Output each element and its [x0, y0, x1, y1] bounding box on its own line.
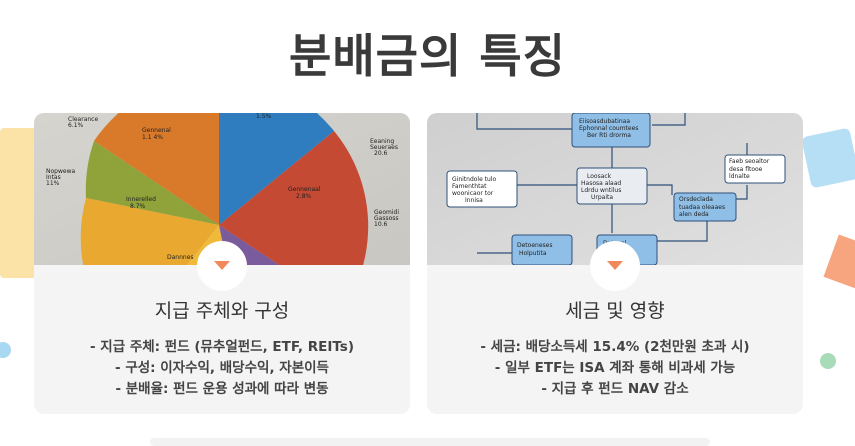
decor-bottom-strip	[150, 438, 710, 446]
svg-text:Ginitndole tulo: Ginitndole tulo	[452, 176, 497, 183]
svg-text:Eeaning: Eeaning	[370, 138, 394, 145]
svg-text:Famenthtat: Famenthtat	[452, 183, 487, 190]
svg-text:woonicaor tor: woonicaor tor	[452, 190, 494, 197]
page-title: 분배금의 특징	[289, 29, 566, 83]
svg-text:Hasosa alaad: Hasosa alaad	[581, 180, 621, 187]
expand-toggle[interactable]	[590, 241, 640, 291]
svg-text:Ephonnal coumtees: Ephonnal coumtees	[579, 125, 638, 132]
svg-text:20.6: 20.6	[374, 150, 388, 157]
info-panel	[427, 273, 803, 414]
svg-text:Faeb seoaltor: Faeb seoaltor	[729, 158, 770, 165]
decor-blue-blob	[801, 127, 855, 189]
svg-text:Dannnes: Dannnes	[167, 254, 194, 261]
svg-text:Gassoss: Gassoss	[374, 215, 399, 222]
chevron-down-icon	[607, 261, 623, 270]
svg-text:Clearance: Clearance	[68, 116, 98, 123]
svg-text:6.1%: 6.1%	[68, 122, 84, 129]
card-title: 지급 주체와 구성	[154, 300, 290, 322]
list-item: - 분배율: 펀드 운용 성과에 따라 변동	[115, 381, 329, 397]
svg-text:Innisa: Innisa	[465, 197, 483, 204]
svg-text:Innerelled: Innerelled	[126, 196, 156, 203]
feature-list: - 세금: 배당소득세 15.4% (2천만원 초과 시) - 일부 ETF는 …	[427, 337, 803, 400]
decor-yellow-blob	[0, 128, 34, 278]
svg-text:11%: 11%	[46, 180, 60, 187]
svg-text:Intas: Intas	[46, 174, 61, 181]
svg-text:Urpaita: Urpaita	[591, 194, 613, 201]
svg-text:Geomidi: Geomidi	[374, 209, 399, 216]
svg-text:8.7%: 8.7%	[130, 203, 146, 210]
svg-text:Detoeneses: Detoeneses	[517, 242, 552, 249]
card-title: 세금 및 영향	[565, 300, 665, 322]
info-panel	[34, 273, 410, 414]
svg-text:Orsdeclada: Orsdeclada	[679, 196, 713, 203]
svg-text:Ldrdu wntilus: Ldrdu wntilus	[581, 187, 621, 194]
list-item: - 일부 ETF는 ISA 계좌 통해 비과세 가능	[494, 360, 736, 376]
svg-text:Holputita: Holputita	[519, 250, 547, 257]
pie-chart-image: Clearance 6.1% Nopwewa Intas 11% Gennena…	[34, 113, 410, 265]
list-item: - 구성: 이자수익, 배당수익, 자본이득	[115, 360, 329, 376]
svg-text:1.1 4%: 1.1 4%	[142, 134, 163, 141]
svg-text:Loosack: Loosack	[587, 173, 612, 180]
svg-text:Nopwewa: Nopwewa	[46, 168, 75, 175]
svg-text:tuadaa oleaaes: tuadaa oleaaes	[679, 204, 725, 211]
svg-text:ldnalte: ldnalte	[729, 173, 750, 180]
list-item: - 지급 후 펀드 NAV 감소	[541, 381, 689, 397]
decor-green-dot	[820, 353, 836, 369]
svg-text:alen deda: alen deda	[679, 211, 709, 218]
flow-diagram-image: Eiisoasdubatinaa Ephonnal coumtees Ber R…	[427, 113, 803, 265]
decor-orange-shape	[823, 234, 855, 291]
list-item: - 지급 주체: 펀드 (뮤추얼펀드, ETF, REITs)	[90, 339, 354, 355]
card-tax-impact: Eiisoasdubatinaa Ephonnal coumtees Ber R…	[427, 113, 803, 414]
svg-text:2.8%: 2.8%	[296, 193, 312, 200]
card-payer-composition: Clearance 6.1% Nopwewa Intas 11% Gennena…	[34, 113, 410, 414]
svg-text:desa fltooe: desa fltooe	[729, 166, 763, 173]
decor-blue-dot	[0, 342, 11, 358]
list-item: - 세금: 배당소득세 15.4% (2천만원 초과 시)	[480, 339, 750, 355]
svg-text:Gennenaal: Gennenaal	[288, 186, 321, 193]
svg-text:1.5%: 1.5%	[256, 113, 272, 120]
svg-text:10.6: 10.6	[374, 221, 388, 228]
expand-toggle[interactable]	[197, 241, 247, 291]
svg-text:Eiisoasdubatinaa: Eiisoasdubatinaa	[579, 118, 630, 125]
svg-text:Gennenal: Gennenal	[142, 127, 171, 134]
feature-list: - 지급 주체: 펀드 (뮤추얼펀드, ETF, REITs) - 구성: 이자…	[34, 337, 410, 400]
svg-text:Seueraes: Seueraes	[370, 144, 398, 151]
chevron-down-icon	[214, 261, 230, 270]
svg-text:Ber Rti drorma: Ber Rti drorma	[587, 132, 631, 139]
